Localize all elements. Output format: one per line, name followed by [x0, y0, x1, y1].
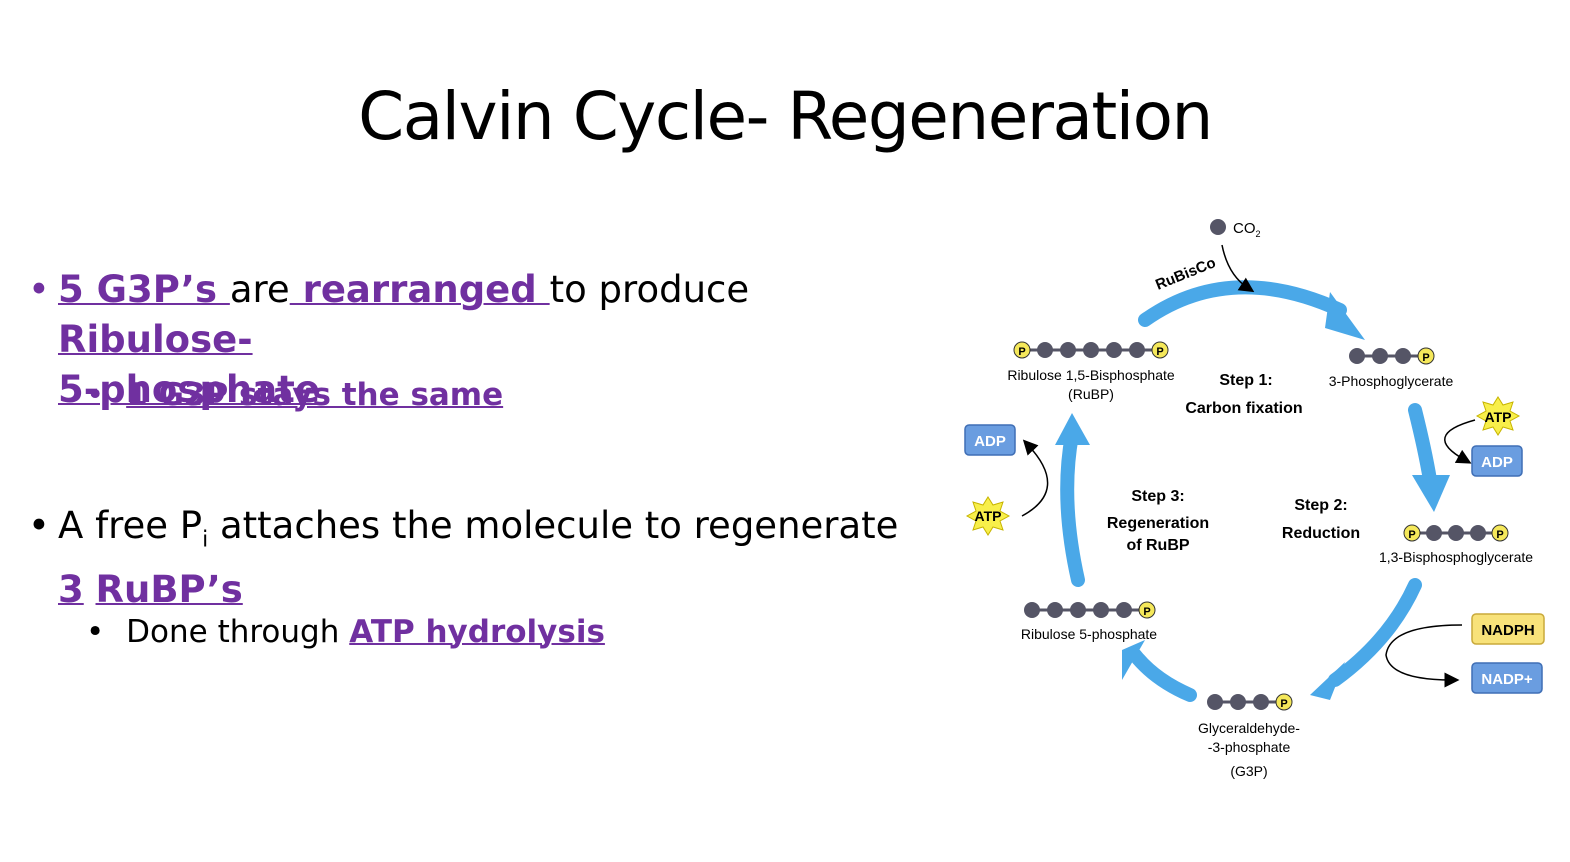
g3p-name-line2: -3-phosphate	[1208, 739, 1291, 755]
term-rearranged: rearranged	[289, 268, 550, 311]
r5p-name: Ribulose 5-phosphate	[1021, 626, 1157, 642]
calvin-cycle-diagram: CO2 RuBisCo P P Ribulose 1,5-Bisphosphat…	[964, 219, 1545, 779]
g3p-abbr: (G3P)	[1230, 763, 1267, 779]
sub-g3p-same: 1 G3P stays the same	[126, 377, 504, 413]
bullet-1-sub: • 1 G3P stays the same	[86, 375, 503, 415]
bpg-name: 1,3-Bisphosphoglycerate	[1379, 549, 1533, 565]
term-5-g3p: 5 G3P’s	[58, 268, 230, 311]
svg-text:P: P	[1496, 529, 1503, 541]
svg-text:NADP+: NADP+	[1481, 671, 1533, 688]
svg-text:ADP: ADP	[1481, 454, 1513, 471]
bullet-2-sub: • Done through ATP hydrolysis	[86, 612, 605, 652]
arrow-head-3	[1310, 662, 1345, 700]
pga-molecule: P	[1349, 347, 1435, 365]
term-atp-hydrolysis: ATP hydrolysis	[349, 614, 605, 650]
text-done-through: Done through	[126, 614, 350, 650]
adp-box-step3: ADP	[964, 424, 1016, 456]
atp-adp-curve-2	[1444, 419, 1476, 464]
arrow-step3b	[1060, 428, 1085, 587]
svg-text:ATP: ATP	[1485, 409, 1512, 425]
text-free-p: A free P	[58, 504, 203, 547]
rubp-name: Ribulose 1,5-Bisphosphate	[1007, 367, 1175, 383]
svg-text:P: P	[1280, 698, 1287, 710]
bullet-1-text: 5 G3P’s are rearranged to produce Ribulo…	[58, 265, 938, 415]
slide-title: Calvin Cycle- Regeneration	[358, 78, 1213, 155]
svg-text:P: P	[1422, 352, 1429, 364]
bullet-dot: •	[28, 268, 50, 311]
step3-desc-2: of RuBP	[1126, 537, 1189, 554]
nadph-box: NADPH	[1471, 613, 1545, 645]
step2-desc: Reduction	[1282, 525, 1360, 542]
arrow-head-2	[1412, 475, 1450, 512]
word-to-produce: to produce	[549, 268, 750, 311]
step3-label: Step 3:	[1131, 488, 1184, 505]
arrow-head-4	[1122, 640, 1145, 680]
arrow-head-5	[1055, 413, 1090, 445]
step1-desc: Carbon fixation	[1185, 400, 1302, 417]
svg-text:P: P	[1156, 346, 1163, 358]
bullet-2-text: A free Pi attaches the molecule to regen…	[58, 501, 938, 615]
r5p-molecule: P	[1024, 601, 1156, 619]
g3p-name-line1: Glyceraldehyde-	[1198, 720, 1300, 736]
rubp-abbr: (RuBP)	[1068, 386, 1114, 402]
cycle-arrows	[1060, 280, 1437, 702]
arrow-step3a	[1128, 648, 1197, 702]
co2-label: CO2	[1233, 220, 1261, 239]
bpg-molecule: P P	[1403, 524, 1509, 542]
rubp-molecule: P P	[1013, 341, 1169, 359]
term-5-phosphate: 5-phosphate	[58, 368, 320, 411]
co2-arrow	[1221, 244, 1255, 293]
bullet-dot: •	[86, 614, 105, 650]
co2-molecule	[1210, 219, 1226, 235]
pga-name: 3-Phosphoglycerate	[1329, 373, 1454, 389]
arrow-step2a	[1408, 403, 1437, 487]
arrow-step2b	[1328, 578, 1422, 687]
nadph-curve	[1385, 624, 1463, 688]
nadp-box: NADP+	[1471, 662, 1543, 694]
word-are: are	[229, 268, 290, 311]
step1-label: Step 1:	[1219, 372, 1272, 389]
arrow-head-1	[1325, 292, 1365, 340]
term-rubps: RuBP’s	[95, 568, 243, 612]
atp-adp-curve-3	[1021, 439, 1049, 517]
svg-text:ATP: ATP	[975, 508, 1002, 524]
adp-box-step2: ADP	[1471, 445, 1523, 477]
step3-desc-1: Regeneration	[1107, 515, 1209, 532]
g3p-molecule: P	[1207, 693, 1293, 711]
text-attaches: attaches the molecule to regenerate	[208, 504, 899, 547]
svg-text:ADP: ADP	[974, 433, 1006, 450]
arrow-step1	[1138, 280, 1347, 327]
arrow-heads	[1055, 292, 1450, 700]
bullet-dot: •	[86, 377, 105, 413]
term-ribulose: Ribulose-	[58, 318, 253, 361]
svg-text:NADPH: NADPH	[1481, 622, 1534, 639]
svg-text:P: P	[1143, 606, 1150, 618]
atp-burst-step3: ATP	[965, 496, 1011, 536]
subscript-i: i	[202, 527, 209, 553]
bullet-dot: •	[28, 504, 50, 547]
atp-burst-step2: ATP	[1475, 396, 1521, 436]
svg-text:P: P	[1408, 529, 1415, 541]
term-3: 3	[58, 568, 84, 612]
svg-text:P: P	[1018, 346, 1025, 358]
step2-label: Step 2:	[1294, 497, 1347, 514]
